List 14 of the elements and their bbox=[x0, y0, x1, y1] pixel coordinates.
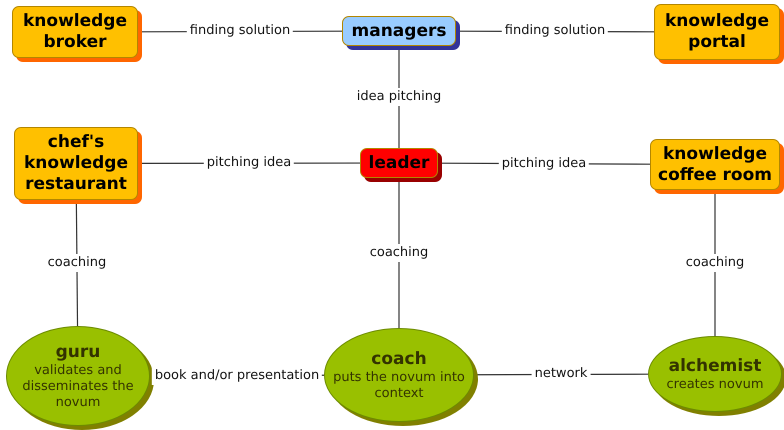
node-description: validates and disseminates the novum bbox=[21, 362, 135, 410]
edge-label: pitching idea bbox=[498, 154, 590, 173]
node-title: knowledge portal bbox=[664, 11, 770, 53]
node-title: chef's knowledge restaurant bbox=[22, 132, 130, 195]
edge-label: book and/or presentation bbox=[152, 366, 322, 384]
node-title: knowledge coffee room bbox=[657, 144, 773, 186]
node-description: creates novum bbox=[666, 376, 764, 392]
node-title: alchemist bbox=[668, 356, 762, 376]
node-title: managers bbox=[352, 20, 446, 42]
node-title: guru bbox=[56, 342, 100, 362]
node-title: leader bbox=[368, 152, 430, 174]
node-title: knowledge broker bbox=[22, 11, 128, 53]
node-title: coach bbox=[371, 348, 427, 370]
node-description: puts the novum into context bbox=[332, 370, 466, 402]
